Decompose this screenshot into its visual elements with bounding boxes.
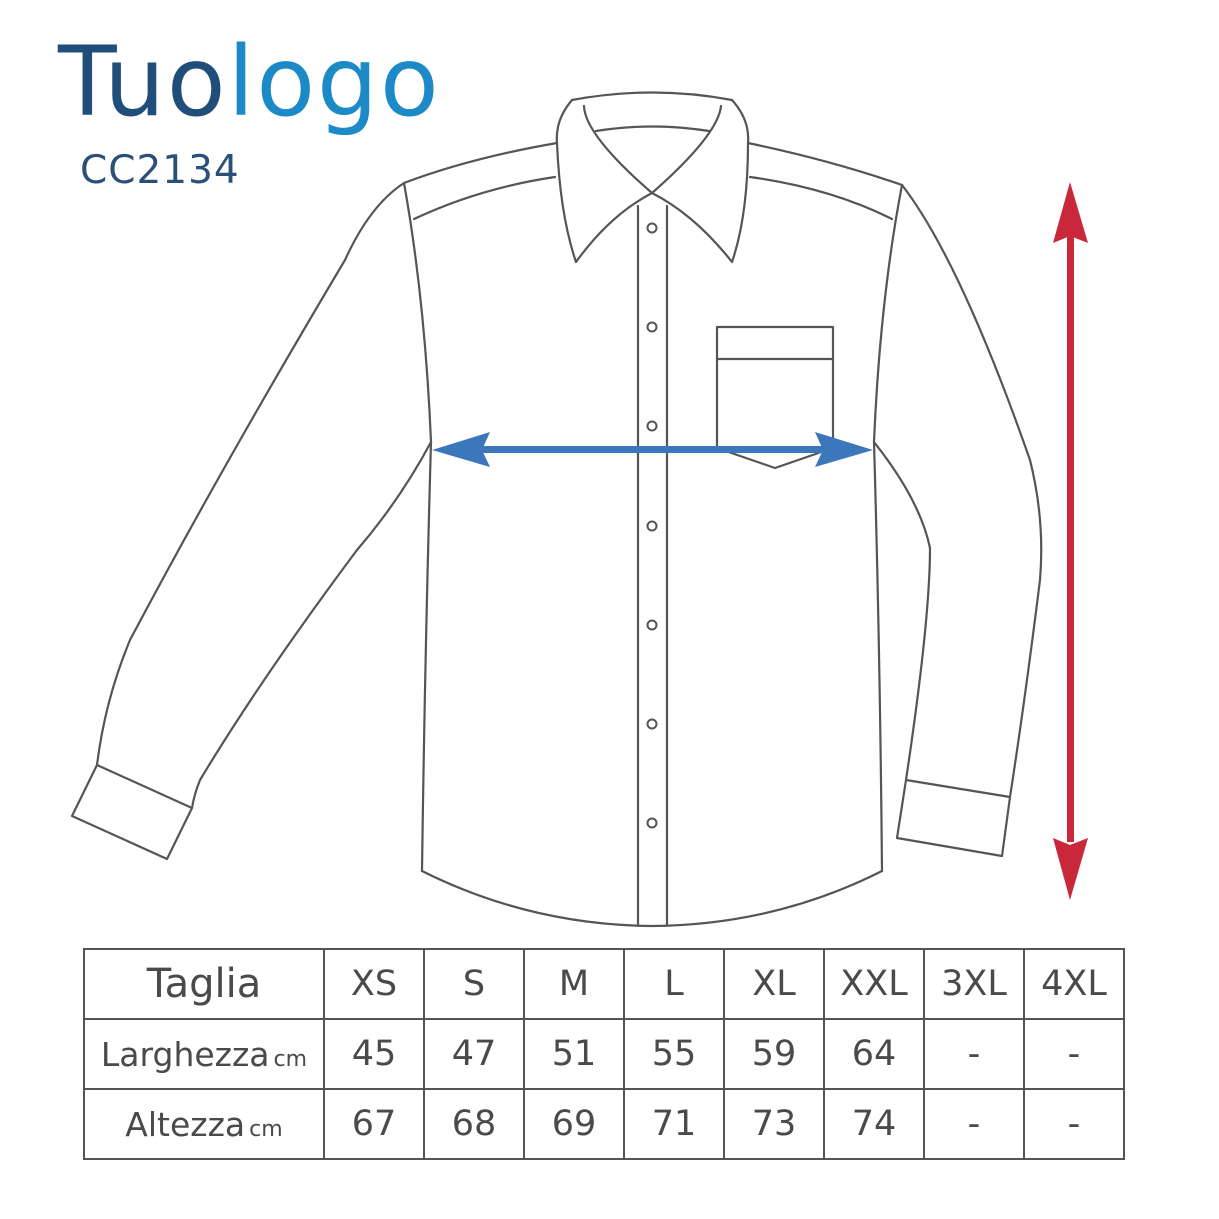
table-cell: 73 [723, 1088, 825, 1160]
height-label: Altezza [125, 1104, 246, 1144]
right-body-side [872, 183, 904, 873]
collar-outline [555, 98, 750, 264]
table-cell: - [1023, 1018, 1125, 1090]
logo-part-1: Tuo [58, 26, 228, 138]
size-header: 4XL [1023, 948, 1125, 1020]
button-icon [646, 520, 658, 532]
collar-inner [582, 104, 723, 195]
right-shoulder-line [746, 141, 904, 187]
table-cell: 74 [823, 1088, 925, 1160]
logo-part-2: logo [227, 26, 441, 138]
button-icon [646, 321, 658, 333]
button-icon [646, 222, 658, 234]
button-icon [646, 718, 658, 730]
right-sleeve-inner [872, 440, 932, 782]
size-header: S [423, 948, 525, 1020]
height-unit: cm [249, 1116, 283, 1142]
size-header: M [523, 948, 625, 1020]
table-cell: 59 [723, 1018, 825, 1090]
size-header: XS [323, 948, 425, 1020]
right-cuff [895, 778, 1012, 858]
left-sleeve-outer [95, 258, 347, 767]
table-cell: 51 [523, 1018, 625, 1090]
table-cell: 45 [323, 1018, 425, 1090]
shirt-outline-icon [70, 91, 1088, 928]
table-cell: 71 [623, 1088, 725, 1160]
button-icon [646, 817, 658, 829]
right-sleeve-outer [900, 183, 1043, 799]
left-yoke-seam [412, 175, 557, 221]
button-icon [646, 619, 658, 631]
table-cell: - [923, 1018, 1025, 1090]
table-cell: - [1023, 1088, 1125, 1160]
width-label: Larghezza [100, 1034, 270, 1074]
size-header: XL [723, 948, 825, 1020]
right-yoke-seam [748, 175, 894, 221]
table-cell: 64 [823, 1018, 925, 1090]
table-cell: 55 [623, 1018, 725, 1090]
table-cell: 68 [423, 1088, 525, 1160]
table-header-row: Taglia XS S M L XL XXL 3XL 4XL [83, 948, 1125, 1020]
button-icon [646, 420, 658, 432]
brand-logo: Tuologo [58, 34, 441, 130]
hem-line [420, 869, 884, 928]
size-header: 3XL [923, 948, 1025, 1020]
table-cell: 47 [423, 1018, 525, 1090]
table-cell: 69 [523, 1088, 625, 1160]
left-sleeve-inner [190, 440, 433, 810]
collar-top [570, 91, 734, 102]
left-cuff [70, 763, 194, 861]
width-unit: cm [273, 1046, 308, 1072]
product-code: CC2134 [80, 148, 240, 193]
size-header: XXL [823, 948, 925, 1020]
left-body-side [402, 181, 433, 873]
chest-pocket [715, 325, 835, 450]
size-header: L [623, 948, 725, 1020]
width-arrow-icon [432, 432, 873, 467]
height-arrow-icon [1053, 182, 1088, 900]
pocket-point [715, 446, 835, 470]
header-label: Taglia [83, 948, 325, 1020]
left-shoulder-line [343, 141, 559, 262]
table-cell: - [923, 1088, 1025, 1160]
table-cell: 67 [323, 1088, 425, 1160]
collar-band [594, 125, 711, 133]
size-chart-table: Taglia XS S M L XL XXL 3XL 4XL Larghezza… [83, 948, 1125, 1160]
